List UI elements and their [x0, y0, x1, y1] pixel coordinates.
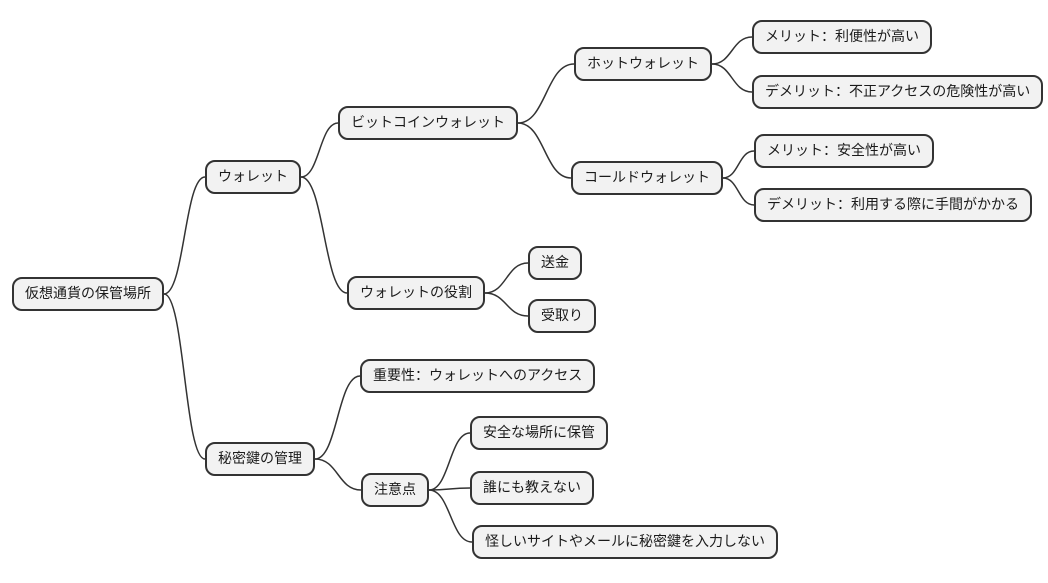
node-cold-demerit[interactable]: デメリット：利用する際に手間がかかる — [754, 188, 1032, 222]
node-no-tell[interactable]: 誰にも教えない — [470, 471, 594, 505]
node-wallet[interactable]: ウォレット — [205, 160, 301, 194]
edge — [300, 122, 339, 178]
node-send[interactable]: 送金 — [528, 246, 582, 280]
edge — [428, 487, 471, 491]
edge — [484, 262, 529, 294]
node-hot-demerit[interactable]: デメリット：不正アクセスの危険性が高い — [752, 75, 1044, 109]
node-cold-merit[interactable]: メリット：安全性が高い — [754, 134, 934, 168]
node-safe-place[interactable]: 安全な場所に保管 — [470, 416, 608, 450]
edge — [484, 292, 529, 317]
edge — [722, 177, 755, 206]
edge — [428, 432, 471, 491]
edge — [722, 150, 755, 179]
node-cold-wallet[interactable]: コールドウォレット — [571, 161, 723, 195]
edge — [711, 63, 753, 93]
edge — [314, 458, 362, 491]
node-wallet-role[interactable]: ウォレットの役割 — [347, 276, 485, 310]
edge — [163, 293, 206, 460]
node-root[interactable]: 仮想通貨の保管場所 — [12, 277, 164, 311]
edge — [300, 176, 348, 294]
node-caution[interactable]: 注意点 — [361, 473, 429, 507]
node-private-key[interactable]: 秘密鍵の管理 — [205, 442, 315, 476]
node-hot-wallet[interactable]: ホットウォレット — [574, 47, 712, 81]
edge — [163, 176, 206, 295]
edge — [711, 36, 753, 65]
edge — [517, 63, 575, 124]
node-importance[interactable]: 重要性：ウォレットへのアクセス — [360, 359, 596, 393]
edge — [428, 489, 473, 543]
node-bitcoin-wallet[interactable]: ビットコインウォレット — [338, 106, 518, 140]
edge — [314, 375, 361, 460]
node-hot-merit[interactable]: メリット：利便性が高い — [752, 20, 932, 54]
node-receive[interactable]: 受取り — [528, 299, 596, 333]
node-no-suspicious[interactable]: 怪しいサイトやメールに秘密鍵を入力しない — [472, 525, 778, 559]
edge — [517, 122, 572, 179]
